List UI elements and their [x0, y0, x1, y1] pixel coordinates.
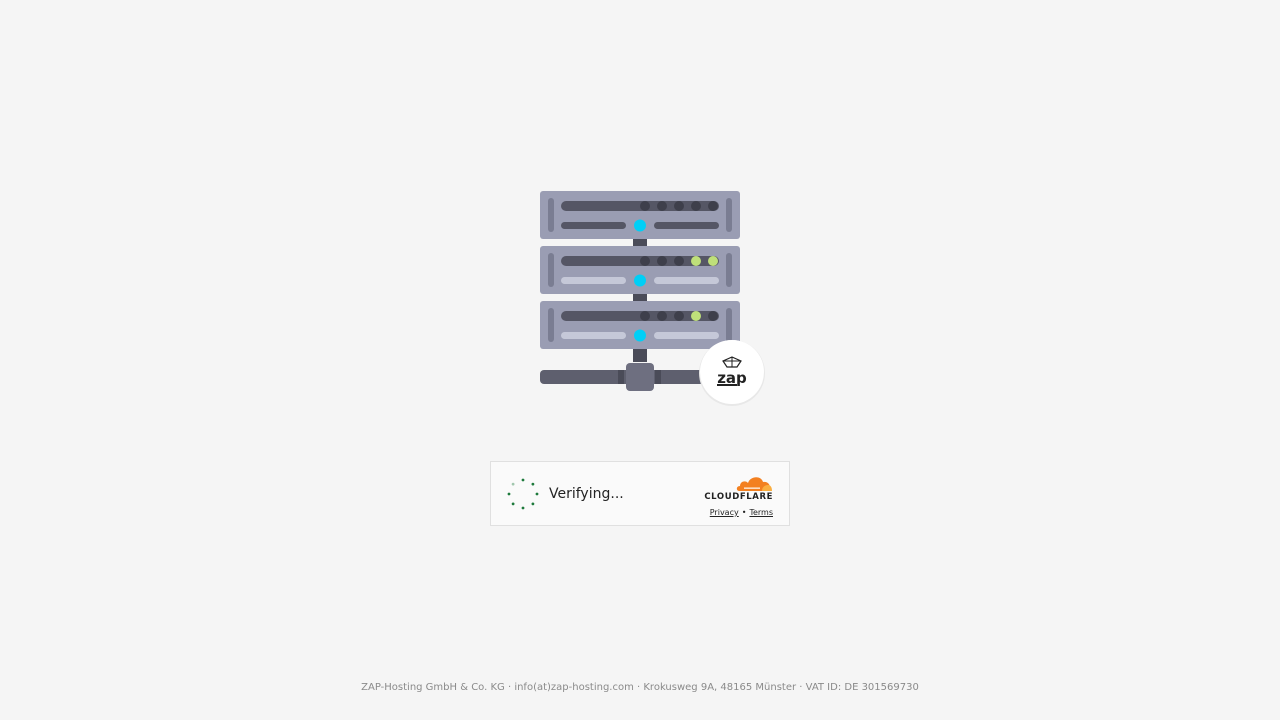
server-unit-2 — [540, 246, 740, 294]
cloudflare-links: Privacy•Terms — [693, 508, 773, 518]
cloudflare-cloud-icon — [736, 477, 772, 491]
server-rack-illustration: zap — [540, 191, 765, 406]
verifying-status-text: Verifying... — [549, 486, 624, 502]
privacy-link[interactable]: Privacy — [709, 508, 739, 517]
terms-link[interactable]: Terms — [749, 508, 773, 517]
cloudflare-wordmark: CLOUDFLARE — [704, 492, 773, 502]
cloudflare-brand: CLOUDFLARE Privacy•Terms — [693, 472, 773, 518]
link-separator: • — [741, 508, 747, 517]
server-unit-1 — [540, 191, 740, 239]
svg-text:zap: zap — [717, 369, 747, 387]
footer-legal-text: ZAP-Hosting GmbH & Co. KG · info(at)zap-… — [361, 682, 919, 693]
loading-spinner-icon — [507, 478, 539, 510]
zap-hosting-logo-icon: zap — [699, 340, 765, 406]
server-unit-3 — [540, 301, 740, 349]
turnstile-widget[interactable]: Verifying... CLOUDFLARE Privacy•Terms — [490, 461, 790, 526]
